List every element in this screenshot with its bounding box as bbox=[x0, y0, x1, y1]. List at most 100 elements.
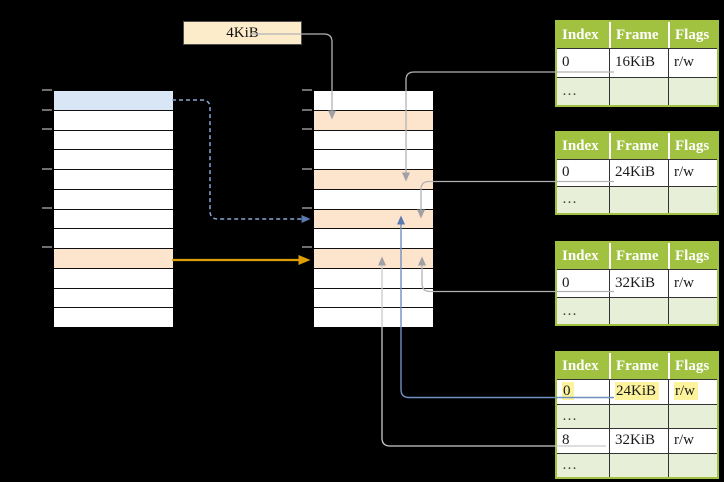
col-header-frame: Frame bbox=[609, 22, 668, 48]
table-row: 0 16KiB r/w bbox=[557, 48, 717, 77]
left-col-cell-selected-orange bbox=[54, 249, 173, 269]
table-row: 0 24KiB r/w bbox=[557, 159, 717, 186]
cell-frame bbox=[609, 297, 668, 324]
left-col-cell bbox=[54, 170, 173, 190]
page-table-1: Index Frame Flags 0 16KiB r/w … bbox=[555, 20, 719, 107]
left-col-cell bbox=[54, 189, 173, 210]
left-col-cell bbox=[54, 268, 173, 289]
table-header-row: Index Frame Flags bbox=[557, 353, 717, 379]
page-table-4: Index Frame Flags 0 24KiB r/w … 8 32KiB … bbox=[555, 351, 719, 479]
table-row-ellipsis: … bbox=[557, 403, 717, 428]
mid-col-cell bbox=[314, 189, 433, 210]
col-header-flags: Flags bbox=[668, 133, 717, 159]
address-tick bbox=[42, 207, 52, 209]
cell-index: … bbox=[562, 82, 577, 99]
left-col-cell bbox=[54, 110, 173, 131]
cell-frame: 16KiB bbox=[609, 49, 668, 77]
col-header-frame: Frame bbox=[609, 243, 668, 269]
left-col-cell bbox=[54, 308, 173, 327]
left-col-cell bbox=[54, 288, 173, 309]
cell-index: … bbox=[562, 191, 577, 207]
highlighted-value: r/w bbox=[674, 382, 698, 400]
cell-flags: r/w bbox=[668, 49, 717, 77]
page-table-2: Index Frame Flags 0 24KiB r/w … bbox=[555, 131, 719, 215]
cell-flags: r/w bbox=[668, 380, 717, 404]
page-table-3: Index Frame Flags 0 32KiB r/w … bbox=[555, 241, 719, 326]
table-row-ellipsis: … bbox=[557, 296, 717, 324]
address-tick bbox=[302, 246, 312, 248]
cell-flags: r/w bbox=[668, 429, 717, 453]
table-row: 8 32KiB r/w bbox=[557, 428, 717, 453]
cell-index: 0 bbox=[562, 54, 570, 70]
address-tick bbox=[302, 207, 312, 209]
address-tick bbox=[42, 109, 52, 111]
cell-flags bbox=[668, 404, 717, 428]
mid-col-cell bbox=[314, 91, 433, 111]
table-row: 0 32KiB r/w bbox=[557, 269, 717, 297]
col-header-index: Index bbox=[562, 358, 599, 374]
col-header-frame: Frame bbox=[609, 353, 668, 379]
mid-col-cell bbox=[314, 150, 433, 170]
mid-col-cell bbox=[314, 288, 433, 309]
address-tick bbox=[42, 89, 52, 91]
cell-flags: r/w bbox=[668, 270, 717, 297]
cell-frame bbox=[609, 77, 668, 105]
address-tick bbox=[302, 168, 312, 170]
col-header-index: Index bbox=[562, 138, 599, 154]
mid-col-cell bbox=[314, 229, 433, 249]
mid-col-cell-mapped bbox=[314, 209, 433, 230]
cell-index: 0 bbox=[562, 275, 570, 291]
cell-index: … bbox=[562, 407, 577, 424]
left-memory-column bbox=[53, 90, 174, 328]
address-tick bbox=[42, 128, 52, 130]
cell-frame bbox=[609, 453, 668, 477]
cell-frame: 24KiB bbox=[609, 160, 668, 186]
left-col-cell-selected-blue bbox=[54, 91, 173, 111]
mid-col-cell bbox=[314, 308, 433, 327]
table-row-ellipsis: … bbox=[557, 186, 717, 213]
mid-col-cell bbox=[314, 130, 433, 151]
cell-index: … bbox=[562, 302, 577, 319]
left-col-cell bbox=[54, 130, 173, 151]
cell-frame bbox=[609, 187, 668, 213]
cell-frame: 24KiB bbox=[609, 380, 668, 404]
cell-flags bbox=[668, 187, 717, 213]
cell-frame: 32KiB bbox=[609, 429, 668, 453]
col-header-flags: Flags bbox=[668, 22, 717, 48]
cell-flags bbox=[668, 77, 717, 105]
cell-flags bbox=[668, 453, 717, 477]
mid-col-cell-mapped bbox=[314, 110, 433, 131]
cell-index: 0 bbox=[562, 164, 570, 180]
highlighted-value: 0 bbox=[562, 382, 574, 400]
cell-frame bbox=[609, 404, 668, 428]
col-header-flags: Flags bbox=[668, 353, 717, 379]
table-row-ellipsis: … bbox=[557, 452, 717, 477]
mid-col-cell bbox=[314, 268, 433, 289]
table-header-row: Index Frame Flags bbox=[557, 133, 717, 159]
address-tick bbox=[42, 246, 52, 248]
cell-flags: r/w bbox=[668, 160, 717, 186]
table-header-row: Index Frame Flags bbox=[557, 22, 717, 48]
address-tick bbox=[302, 89, 312, 91]
page-size-label: 4KiB bbox=[226, 25, 259, 41]
table-row-highlighted: 0 24KiB r/w bbox=[557, 379, 717, 404]
col-header-index: Index bbox=[562, 248, 599, 264]
cell-index: 0 bbox=[557, 380, 609, 404]
address-tick bbox=[42, 168, 52, 170]
mid-col-cell-mapped bbox=[314, 249, 433, 269]
left-col-cell bbox=[54, 150, 173, 170]
cell-flags bbox=[668, 297, 717, 324]
cell-index: 8 bbox=[562, 432, 570, 448]
highlighted-value: 24KiB bbox=[615, 382, 660, 400]
address-tick bbox=[302, 128, 312, 130]
connector-leftcol-blue-dashed-arrow bbox=[172, 99, 311, 223]
col-header-index: Index bbox=[562, 27, 599, 43]
left-col-cell bbox=[54, 229, 173, 249]
table-row-ellipsis: … bbox=[557, 76, 717, 105]
middle-memory-column bbox=[313, 90, 434, 328]
address-tick bbox=[302, 109, 312, 111]
col-header-flags: Flags bbox=[668, 243, 717, 269]
col-header-frame: Frame bbox=[609, 133, 668, 159]
page-size-box: 4KiB bbox=[183, 21, 302, 45]
